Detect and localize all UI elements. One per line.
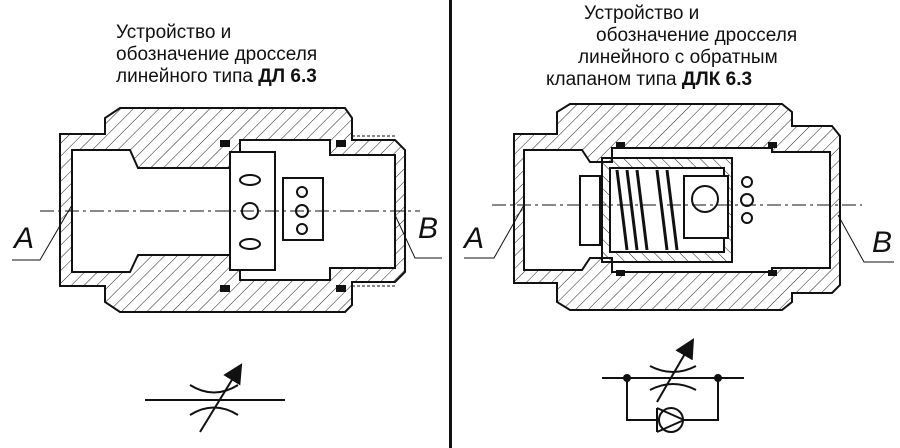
right-seal-3 (768, 142, 777, 148)
right-leader-b (837, 214, 894, 263)
right-leader-a (464, 204, 525, 259)
right-title-line-3: линейного с обратным (578, 47, 778, 68)
left-port-a-label: А (14, 222, 35, 255)
right-title-line-4-text: клапаном типа (546, 69, 682, 90)
left-cross-section-drawing (12, 107, 442, 433)
left-seal-1 (220, 140, 230, 147)
left-title-line-2: обозначение дросселя (116, 44, 318, 65)
panel-dl-6-3: Устройство и обозначение дросселя линейн… (0, 0, 449, 448)
panel-dlk-6-3: Устройство и обозначение дросселя линейн… (452, 0, 900, 448)
right-hole-1 (741, 176, 753, 188)
left-title-line-3: линейного типа ДЛ 6.3 (116, 66, 317, 88)
left-leader-a (12, 204, 73, 261)
right-title-line-2: обозначение дросселя (596, 25, 798, 46)
left-title-line-3-text: линейного типа (116, 66, 259, 87)
right-seal-1 (616, 142, 625, 148)
left-leader-b (394, 214, 442, 259)
panel-divider (449, 0, 452, 448)
right-title: Устройство и обозначение дросселя линейн… (546, 3, 798, 91)
right-title-line-4: клапаном типа ДЛК 6.3 (546, 69, 797, 91)
right-cross-section-drawing (464, 103, 894, 433)
left-title: Устройство и обозначение дросселя линейн… (116, 22, 317, 88)
left-hole-1 (239, 174, 261, 186)
right-plunger (579, 175, 601, 246)
right-model-code: ДЛК 6.3 (681, 69, 753, 90)
left-hole-4 (296, 186, 308, 198)
left-symbol-restriction-top (189, 384, 239, 394)
left-seal-4 (336, 285, 346, 292)
left-hole-3 (239, 238, 261, 250)
left-port-b-label: В (418, 212, 439, 245)
right-port-b-label: В (872, 226, 893, 259)
right-symbol-restriction-top (649, 365, 697, 373)
left-title-line-1: Устройство и (116, 22, 232, 43)
right-hole-2 (740, 193, 754, 207)
left-symbol-adjust-arrow (199, 363, 243, 433)
right-symbol-bypass-left (626, 378, 657, 421)
right-valve-ball (691, 185, 719, 213)
right-title-line-1: Устройство и (584, 3, 700, 24)
right-spring-1 (615, 169, 649, 251)
right-spring-2 (655, 169, 679, 251)
right-symbol-check-ball (658, 407, 684, 433)
left-model-code: ДЛ 6.3 (258, 66, 317, 87)
right-seal-4 (768, 270, 777, 276)
right-port-a-label: А (464, 222, 485, 255)
right-seal-2 (616, 270, 625, 276)
right-symbol-restriction-bottom (649, 383, 697, 391)
right-symbol-check-seat (656, 407, 685, 433)
right-hole-3 (741, 212, 753, 224)
left-seal-2 (336, 140, 346, 147)
right-symbol-adjust-arrow (656, 338, 695, 403)
right-symbol-bypass-right (684, 378, 719, 421)
left-hole-6 (296, 223, 308, 235)
left-seal-3 (220, 285, 230, 292)
